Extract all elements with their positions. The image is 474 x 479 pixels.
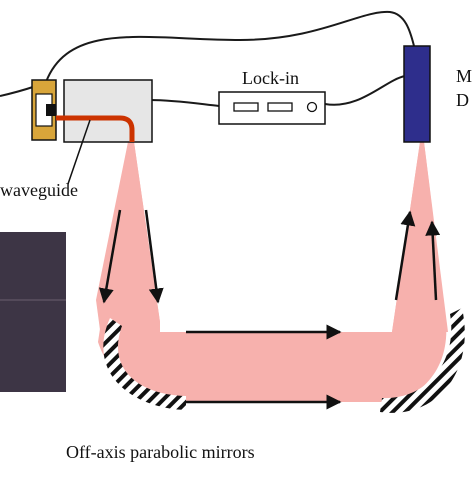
detector-label-line-2: D — [456, 90, 469, 110]
arrow-down-2 — [144, 209, 164, 304]
arrow-down-1 — [98, 209, 122, 304]
sample-image — [0, 232, 66, 392]
beam-cone-right-shade — [392, 142, 448, 332]
cables — [0, 10, 415, 107]
beam-cone-left-shade — [96, 142, 160, 330]
cable-housing-to-lockin — [149, 99, 220, 107]
lock-in-label: Lock-in — [242, 68, 299, 88]
waveguide-holder-icon — [31, 79, 57, 141]
waveguide-pointer — [67, 119, 91, 185]
detector-label-line-1: M — [456, 66, 472, 86]
waveguide-label: waveguide — [0, 180, 78, 200]
lock-in-amplifier-icon — [218, 91, 326, 125]
parabolic-mirror-right — [380, 308, 465, 413]
arrow-up-1 — [394, 210, 416, 301]
mirrors-label: Off-axis parabolic mirrors — [66, 442, 255, 462]
detector-icon — [403, 45, 431, 143]
cable-left-to-clamp — [0, 85, 37, 97]
parabolic-mirror-left — [103, 318, 186, 410]
waveguide-housing — [56, 79, 153, 143]
waveguide-core — [56, 115, 135, 142]
terahertz-beam — [98, 142, 447, 402]
beam-arrows — [98, 209, 441, 410]
arrow-up-2 — [425, 220, 441, 301]
cable-lockin-to-detector — [324, 75, 406, 106]
cable-clamp-to-detector — [45, 10, 415, 83]
